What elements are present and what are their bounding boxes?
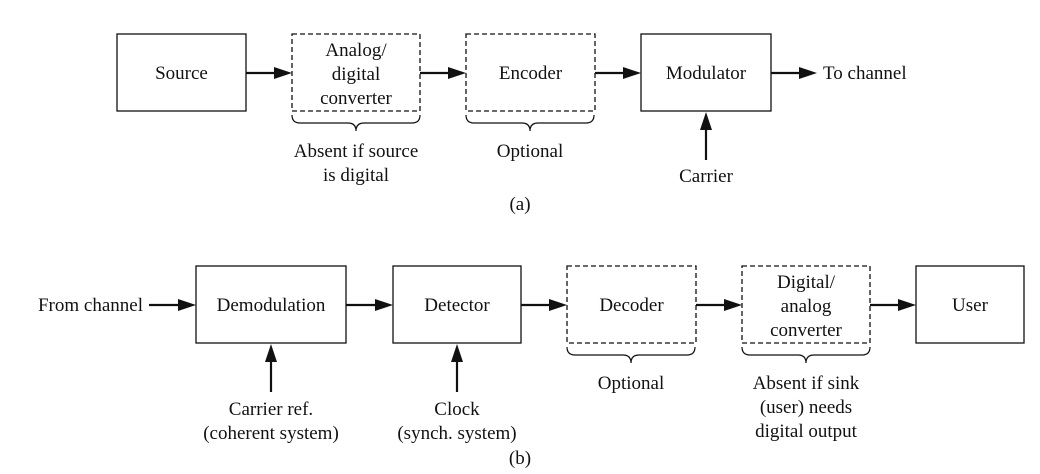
decoder-label: Decoder [599, 295, 664, 316]
arrow-channel-to-demodulation [149, 299, 196, 311]
encoder-block [465, 33, 596, 112]
arrow-carrier-ref-to-demodulation [265, 344, 277, 392]
demodulation-block [195, 265, 347, 344]
clock-line-2: (synch. system) [397, 423, 516, 444]
arrow-encoder-to-modulator [595, 67, 641, 79]
user-label: User [952, 295, 989, 316]
caption-b: (b) [509, 448, 531, 469]
carrier-ref-line-1: Carrier ref. [229, 399, 313, 420]
panel-b: From channel Demodulation Detector Decod… [38, 265, 1025, 469]
dac-note-line-1: Absent if sink [753, 373, 860, 394]
source-block [116, 33, 247, 112]
arrow-modulator-to-channel [771, 67, 817, 79]
to-channel-label: To channel [823, 63, 907, 84]
clock-line-1: Clock [434, 399, 480, 420]
dac-label-line-2: analog [781, 296, 832, 317]
encoder-label: Encoder [499, 63, 563, 84]
detector-label: Detector [424, 295, 490, 316]
panel-a: Source Analog/ digital converter Encoder… [116, 33, 907, 215]
decoder-block [566, 265, 697, 344]
dac-note-line-3: digital output [755, 421, 858, 442]
modulator-block [640, 33, 772, 112]
source-label: Source [155, 63, 208, 84]
arrow-dac-to-user [870, 299, 916, 311]
arrow-source-to-adc [246, 67, 292, 79]
encoder-note: Optional [497, 141, 564, 162]
arrow-decoder-to-dac [696, 299, 742, 311]
detector-block [392, 265, 522, 344]
encoder-brace [465, 114, 595, 132]
adc-block [291, 33, 421, 112]
arrow-adc-to-encoder [420, 67, 466, 79]
adc-label-line-1: Analog/ [325, 40, 387, 61]
carrier-ref-line-2: (coherent system) [203, 423, 339, 444]
demodulation-label: Demodulation [217, 295, 326, 316]
adc-note-line-1: Absent if source [294, 141, 419, 162]
arrow-detector-to-decoder [521, 299, 567, 311]
decoder-note: Optional [598, 373, 665, 394]
adc-label-line-3: converter [320, 88, 392, 109]
dac-label-line-1: Digital/ [777, 272, 836, 293]
dac-label-line-3: converter [770, 320, 842, 341]
arrow-clock-to-detector [451, 344, 463, 392]
arrow-demodulation-to-detector [346, 299, 393, 311]
dac-block [741, 265, 871, 344]
from-channel-label: From channel [38, 295, 143, 316]
adc-brace [291, 114, 421, 132]
dac-brace [741, 346, 871, 364]
decoder-brace [566, 346, 696, 364]
carrier-label: Carrier [679, 166, 733, 187]
adc-note-line-2: is digital [323, 165, 389, 186]
adc-label-line-2: digital [332, 64, 381, 85]
modulator-label: Modulator [666, 63, 747, 84]
user-block [915, 265, 1025, 344]
dac-note-line-2: (user) needs [760, 397, 852, 418]
caption-a: (a) [509, 194, 530, 215]
arrow-carrier-to-modulator [700, 112, 712, 160]
